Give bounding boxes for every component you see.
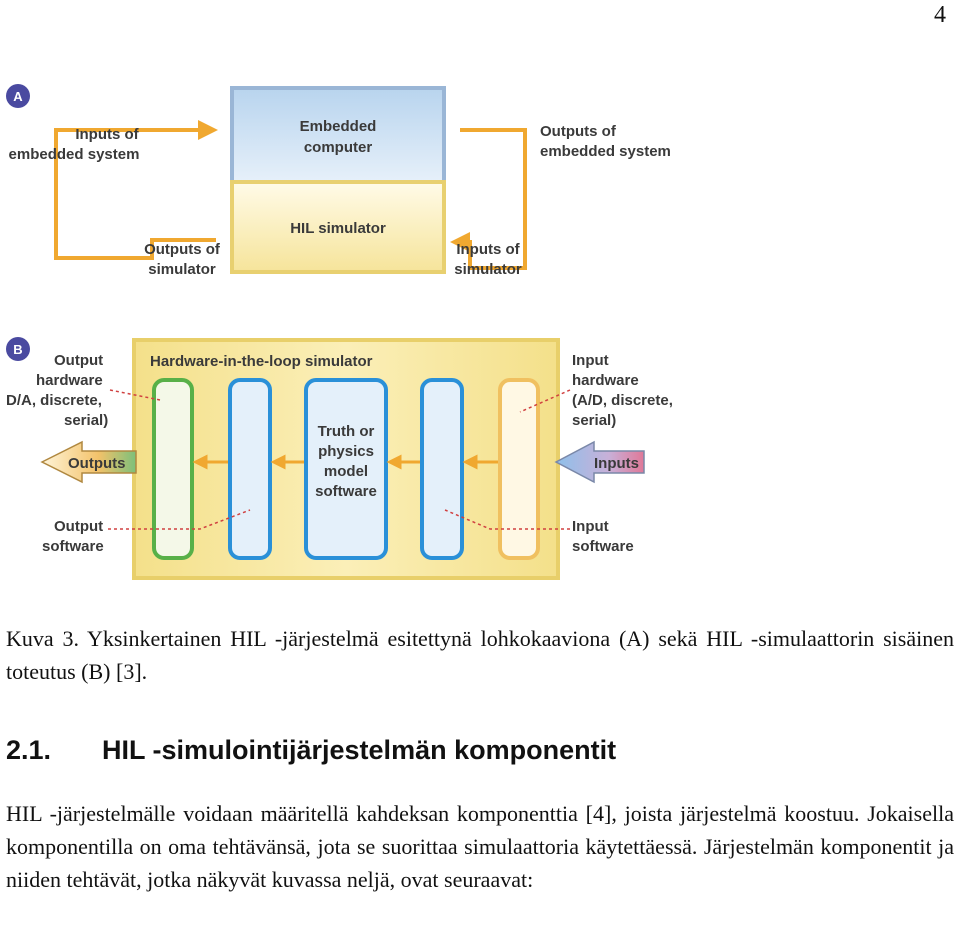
- hil-simulator-box: [230, 180, 446, 274]
- outputs-arrow: [40, 440, 137, 484]
- svg-text:Output: Output: [54, 352, 103, 369]
- svg-text:Input: Input: [572, 518, 609, 535]
- svg-text:physics: physics: [318, 443, 374, 460]
- svg-text:HIL simulator: HIL simulator: [290, 220, 386, 237]
- page-number: 4: [934, 2, 946, 28]
- section-heading: 2.1. HIL -simulointijärjestelmän komponen…: [6, 735, 616, 766]
- svg-text:Outputs of: Outputs of: [144, 241, 221, 258]
- inputs-arrow: [554, 440, 645, 484]
- svg-text:B: B: [13, 342, 22, 357]
- svg-text:embedded system: embedded system: [9, 146, 140, 163]
- svg-text:A: A: [13, 89, 23, 104]
- output-hardware-box: [152, 378, 194, 560]
- model-software-box: [304, 378, 388, 560]
- svg-text:simulator: simulator: [454, 261, 522, 278]
- svg-text:serial): serial): [572, 412, 616, 429]
- section-title: HIL -simulointijärjestelmän komponentit: [102, 735, 617, 765]
- svg-text:serial): serial): [64, 412, 108, 429]
- svg-text:Inputs: Inputs: [594, 455, 639, 472]
- svg-text:Hardware-in-the-loop simulator: Hardware-in-the-loop simulator: [150, 353, 373, 370]
- svg-text:model: model: [324, 463, 368, 480]
- input-software-box: [420, 378, 464, 560]
- svg-text:software: software: [315, 483, 377, 500]
- figure-caption: Kuva 3. Yksinkertainen HIL -järjestelmä …: [6, 626, 954, 684]
- section-number: 2.1.: [6, 735, 52, 765]
- svg-text:Output: Output: [54, 518, 103, 535]
- leader-line: [108, 509, 251, 530]
- svg-text:Outputs of: Outputs of: [540, 123, 617, 140]
- arrow-right-loop: [450, 128, 527, 270]
- svg-text:hardware: hardware: [36, 372, 103, 389]
- body-paragraph: HIL -järjestelmälle voidaan määritellä k…: [6, 801, 954, 892]
- svg-text:software: software: [42, 538, 104, 555]
- svg-text:Inputs of: Inputs of: [456, 241, 520, 258]
- panel-a: A Embedded computer HIL simulator Inputs…: [6, 84, 671, 278]
- svg-text:Embedded: Embedded: [300, 118, 377, 135]
- leader-line: [444, 509, 570, 530]
- leader-line: [109, 389, 161, 401]
- output-software-box: [228, 378, 272, 560]
- svg-text:Truth or: Truth or: [318, 423, 375, 440]
- hil-figure: A Embedded computer HIL simulator Inputs…: [6, 84, 673, 580]
- svg-text:hardware: hardware: [572, 372, 639, 389]
- arrow-left-loop: [54, 120, 218, 260]
- input-hardware-box: [498, 378, 540, 560]
- svg-text:(A/D, discrete,: (A/D, discrete,: [572, 392, 673, 409]
- svg-text:Inputs of: Inputs of: [75, 126, 139, 143]
- svg-text:Input: Input: [572, 352, 609, 369]
- badge-b: [6, 337, 30, 361]
- svg-text:software: software: [572, 538, 634, 555]
- svg-text:D/A, discrete,: D/A, discrete,: [6, 392, 102, 409]
- embedded-computer-box: [230, 86, 446, 184]
- svg-text:computer: computer: [304, 139, 373, 156]
- panel-b: B Hardware-in-the-loop simulator Truth o…: [6, 337, 673, 580]
- svg-text:Outputs: Outputs: [68, 455, 126, 472]
- svg-text:embedded system: embedded system: [540, 143, 671, 160]
- svg-text:simulator: simulator: [148, 261, 216, 278]
- badge-a: [6, 84, 30, 108]
